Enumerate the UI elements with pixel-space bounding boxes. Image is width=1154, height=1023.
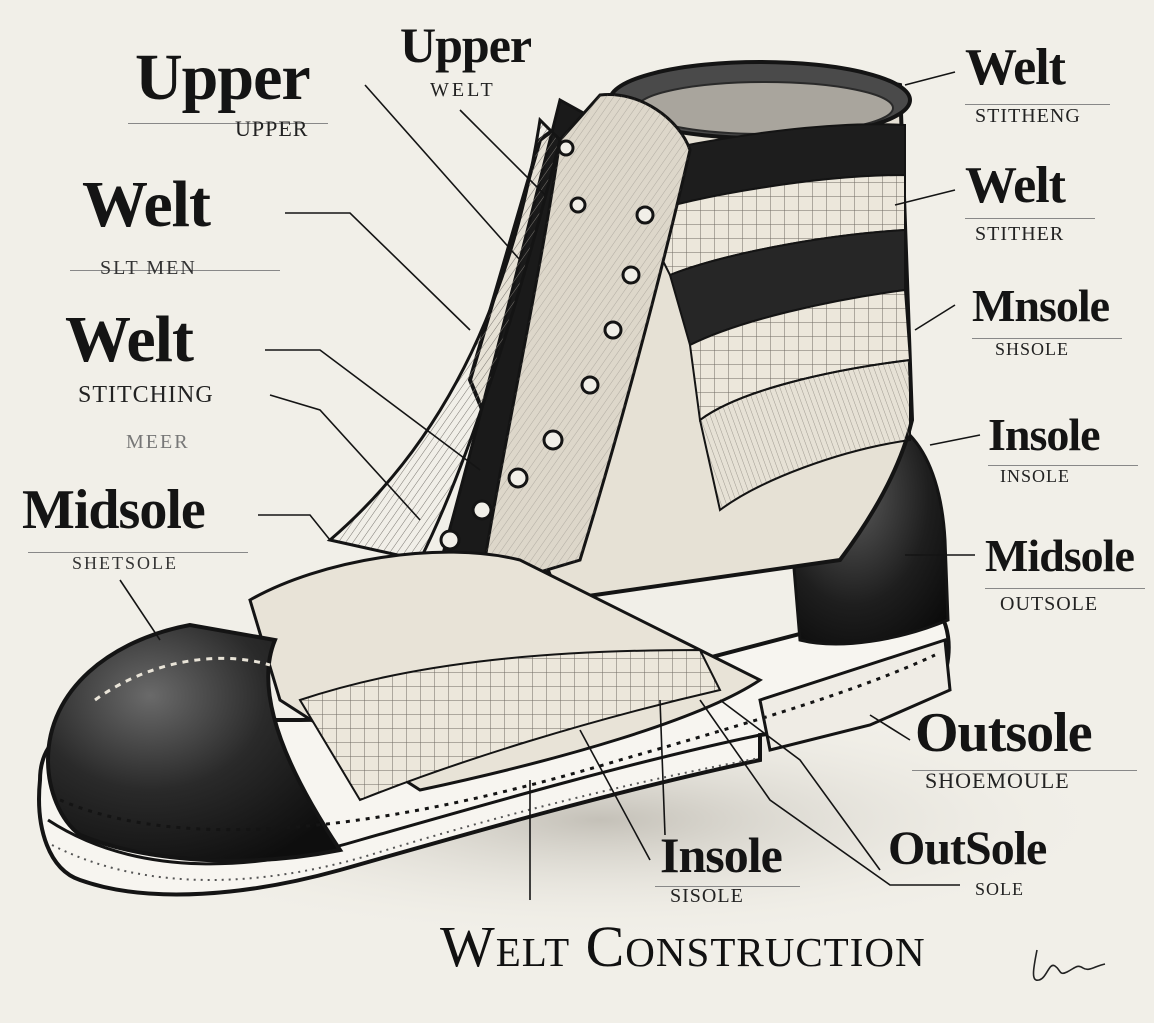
leader-right-welt1	[904, 71, 956, 86]
label-right-insole-sub: INSOLE	[1000, 466, 1070, 486]
quarter-left	[326, 116, 562, 562]
label-left-welt-2-sub-2: MEER	[126, 431, 190, 453]
label-left-midsole-sub: SHETSOLE	[72, 553, 178, 573]
leader-right-insole	[929, 434, 981, 446]
divider	[128, 123, 328, 124]
label-top-upper: Upper	[400, 17, 532, 73]
divider	[985, 588, 1145, 589]
diagram-title: Welt Construction	[440, 914, 926, 979]
vamp-grid	[298, 648, 722, 802]
label-left-welt-2: Welt	[65, 303, 194, 376]
leader-left-midsole-sub	[119, 579, 161, 641]
leader-top-upper	[459, 109, 546, 196]
label-right-welt-2: Welt	[965, 157, 1066, 214]
leader-left-upper	[364, 84, 521, 261]
divider	[965, 218, 1095, 219]
label-bottom-insole: Insole	[660, 827, 783, 883]
label-right-welt-2-sub: STITHER	[975, 223, 1065, 245]
label-right-outsole-sub: SHOEMOULE	[925, 768, 1070, 793]
label-left-welt-1-sub: SLT MEN	[100, 257, 197, 279]
leader-bottom-insole	[579, 729, 651, 861]
toe-stitch	[94, 656, 271, 702]
label-right-welt-1-sub: STITHENG	[975, 105, 1081, 127]
leader-left-midsole	[258, 514, 331, 541]
label-bottom-outsole-sub: SOLE	[975, 879, 1024, 899]
label-bottom-outsole: OutSole	[888, 822, 1047, 875]
band-hatch	[698, 358, 911, 512]
divider	[972, 338, 1122, 339]
leader-right-mnsole	[914, 304, 956, 331]
label-right-midsole-2-sub: OUTSOLE	[1000, 593, 1099, 615]
label-right-mnsole-sub: SHSOLE	[995, 339, 1070, 359]
label-left-upper-sub: UPPER	[235, 116, 309, 141]
label-left-welt-2-sub: STITCHING	[78, 382, 214, 408]
heel-block	[758, 637, 952, 752]
label-top-upper-sub: WELT	[430, 79, 496, 101]
divider	[988, 465, 1138, 466]
divider	[70, 270, 280, 271]
leader-bottom-outsole	[719, 699, 881, 871]
divider	[655, 886, 800, 887]
label-left-midsole: Midsole	[22, 479, 206, 541]
leader-right-outsole	[869, 714, 911, 741]
leader-left-welt2	[265, 349, 481, 471]
label-right-insole: Insole	[988, 409, 1101, 460]
label-left-welt-1: Welt	[82, 168, 211, 241]
welt-stitch	[59, 653, 936, 832]
sole-ridge	[47, 733, 761, 866]
label-left-upper: Upper	[135, 41, 311, 114]
leader-left-stitching	[269, 394, 421, 521]
leader-right-welt2	[894, 189, 956, 206]
label-right-outsole: Outsole	[915, 702, 1093, 764]
toe-cap	[45, 622, 344, 863]
label-bottom-insole-sub: SISOLE	[670, 885, 744, 907]
leader-left-welt1	[285, 212, 471, 331]
label-right-mnsole: Mnsole	[972, 280, 1110, 331]
divider	[912, 770, 1137, 771]
signature	[1032, 949, 1106, 981]
label-right-welt-1: Welt	[965, 39, 1066, 96]
divider	[965, 104, 1110, 105]
divider	[28, 552, 248, 553]
eyelets	[439, 139, 655, 551]
leader-bottom-outsole-2	[699, 699, 960, 886]
label-right-midsole-2: Midsole	[985, 530, 1135, 581]
leader-bottom-insole-2	[659, 699, 666, 836]
